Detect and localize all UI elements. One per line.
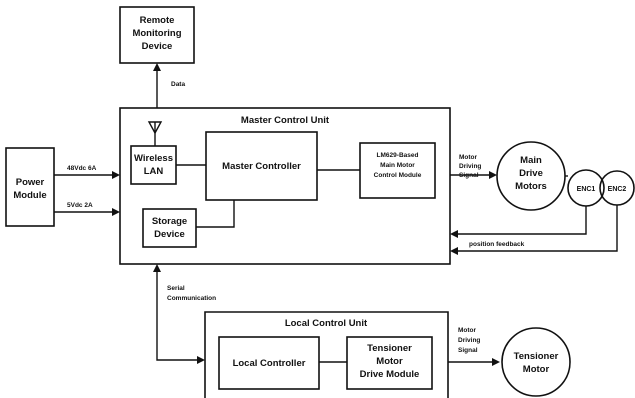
main-motor-signal-arrowhead [489, 171, 497, 179]
tensioner-module-label-3: Drive Module [360, 369, 420, 380]
local-unit-title: Local Control Unit [285, 318, 368, 329]
lm629-label-1: LM629-Based [377, 152, 419, 159]
master-controller-box [205, 131, 318, 201]
storage-device-box [142, 208, 197, 248]
serial-label-1: Serial [167, 285, 185, 292]
data-link-arrowhead [153, 63, 161, 71]
wireless-lan-label-2: LAN [144, 166, 164, 177]
remote-device-label-2: Monitoring [132, 28, 181, 39]
main-motor-signal-label-1: Motor [459, 154, 478, 161]
remote-monitoring-device: Remote Monitoring Device [119, 6, 195, 64]
tensioner-motor-circle [501, 327, 571, 397]
tensioner-signal-label-2: Driving [458, 337, 480, 344]
power-48v-arrowhead [112, 171, 120, 179]
position-feedback: position feedback [450, 205, 618, 255]
feedback-arrowhead-enc1 [450, 230, 458, 238]
main-drive-motors: Main Drive Motors [496, 141, 566, 211]
master-controller-label: Master Controller [222, 161, 301, 172]
power-5v-arrowhead [112, 208, 120, 216]
serial-arrowhead-right [197, 356, 205, 364]
tensioner-signal-arrowhead [492, 358, 500, 366]
power-module: Power Module [5, 147, 55, 227]
storage-device-label-2: Device [154, 229, 185, 240]
main-motor-signal: Motor Driving Signal [450, 154, 497, 179]
antenna-icon [147, 121, 163, 146]
data-link-label: Data [171, 81, 185, 88]
master-unit-box [119, 107, 451, 265]
tensioner-signal-label-3: Signal [458, 347, 478, 354]
storage-device-label-1: Storage [152, 216, 187, 227]
power-module-box [5, 147, 55, 227]
serial-line [156, 271, 198, 361]
master-control-unit: Master Control Unit Wireless LAN Master … [119, 107, 451, 265]
power-module-label-1: Power [16, 177, 45, 188]
serial-label-2: Communication [167, 295, 216, 302]
main-motor-signal-label-2: Driving [459, 163, 481, 170]
local-unit-box [204, 311, 449, 398]
main-motor-signal-label-3: Signal [459, 172, 479, 179]
local-controller-box [218, 336, 320, 390]
serial-communication: Serial Communication [153, 264, 216, 364]
tensioner-motor-signal: Motor Driving Signal [448, 327, 500, 366]
tensioner-signal-label-1: Motor [458, 327, 477, 334]
feedback-line-enc2 [457, 205, 618, 252]
feedback-line-enc1 [457, 206, 587, 235]
serial-arrowhead-up [153, 264, 161, 272]
tensioner-module-label-1: Tensioner [367, 343, 412, 354]
enc1-label: ENC1 [577, 186, 596, 193]
wireless-lan-label-1: Wireless [134, 153, 173, 164]
power-feeds: 48Vdc 6A 5Vdc 2A [54, 165, 120, 216]
main-drive-motors-label-1: Main [520, 155, 542, 166]
data-link: Data [153, 63, 185, 108]
power-module-label-2: Module [13, 190, 46, 201]
wireless-lan-box [130, 145, 177, 185]
tensioner-module-label-2: Motor [376, 356, 403, 367]
enc2-label: ENC2 [608, 186, 627, 193]
tensioner-module-box [346, 336, 433, 390]
lm629-label-2: Main Motor [380, 162, 415, 169]
encoders: ENC1 ENC2 [565, 169, 635, 207]
main-drive-motors-label-2: Drive [519, 168, 543, 179]
tensioner-motor: Tensioner Motor [501, 327, 571, 397]
tensioner-motor-label-1: Tensioner [514, 351, 559, 362]
remote-device-label-3: Device [142, 41, 173, 52]
local-controller-label: Local Controller [233, 358, 306, 369]
position-feedback-label: position feedback [469, 241, 525, 248]
master-unit-title: Master Control Unit [241, 115, 330, 126]
main-drive-motors-label-3: Motors [515, 181, 547, 192]
local-control-unit: Local Control Unit Local Controller Tens… [204, 311, 449, 398]
feedback-arrowhead-enc2 [450, 247, 458, 255]
tensioner-motor-label-2: Motor [523, 364, 550, 375]
master-to-storage-link [196, 200, 235, 228]
lm629-label-3: Control Module [374, 172, 422, 179]
power-48v-label: 48Vdc 6A [67, 165, 97, 172]
remote-device-label-1: Remote [140, 15, 175, 26]
power-5v-label: 5Vdc 2A [67, 202, 93, 209]
